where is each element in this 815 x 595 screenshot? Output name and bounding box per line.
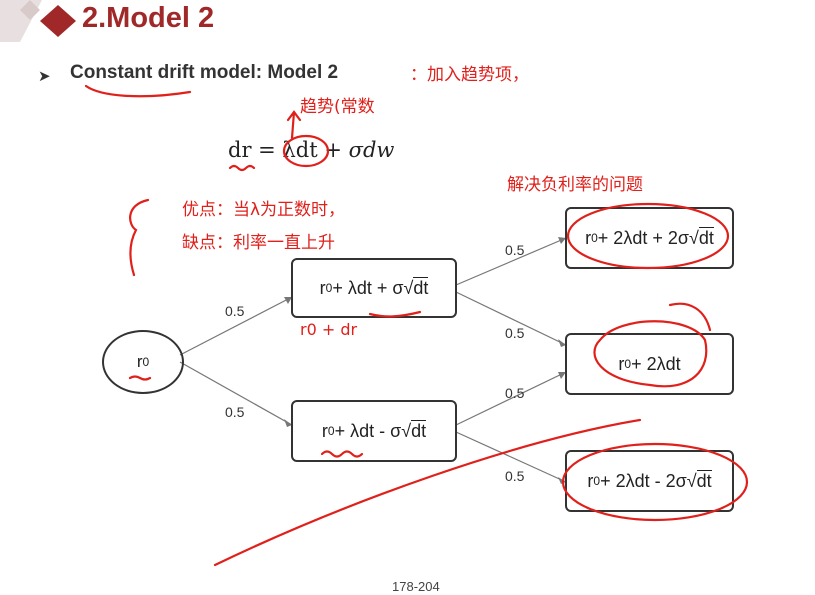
circle-uu bbox=[566, 202, 730, 270]
squiggle-root bbox=[128, 375, 152, 381]
sweep-stroke bbox=[213, 418, 642, 567]
page-number: 178-204 bbox=[392, 579, 440, 594]
title-logo-icon bbox=[0, 0, 76, 42]
sqrt-icon: √ bbox=[688, 227, 699, 248]
node-dd-sub: 0 bbox=[593, 474, 601, 488]
note-lambda: 趋势(常数 bbox=[300, 97, 375, 117]
arrow-down-icon bbox=[284, 419, 292, 427]
edge-root-down bbox=[179, 361, 293, 426]
node-up-prefix: r bbox=[319, 277, 326, 298]
bullet-arrow-icon: ➤ bbox=[38, 68, 51, 85]
note-advantage: 优点：当λ为正数时， bbox=[182, 200, 345, 220]
subtitle: Constant drift model: Model 2 bbox=[70, 62, 339, 83]
sqrt-icon: √ bbox=[403, 277, 414, 298]
node-down-sqrt: dt bbox=[411, 420, 427, 441]
node-dd-body: + 2λdt - 2σ bbox=[600, 470, 687, 491]
node-dd-prefix: r bbox=[587, 470, 594, 491]
slide-title: 2.Model 2 bbox=[82, 2, 215, 34]
arrow-up-icon bbox=[284, 297, 292, 304]
underline-constant bbox=[84, 84, 192, 98]
prob-down-ud: 0.5 bbox=[505, 385, 525, 401]
prob-down-dd: 0.5 bbox=[505, 468, 525, 484]
edge-down-ud bbox=[455, 371, 567, 426]
root-base: r bbox=[136, 352, 143, 371]
note-r0-dr: r0 + dr bbox=[300, 320, 357, 339]
squiggle-lambda-down bbox=[320, 450, 364, 458]
note-subtitle: ：加入趋势项， bbox=[410, 65, 529, 85]
arrow-uu-icon bbox=[558, 237, 566, 244]
equation-lhs: dr bbox=[228, 138, 252, 162]
node-uu-sqrt: dt bbox=[698, 227, 714, 248]
equation: dr = λdt + σdw bbox=[228, 138, 394, 162]
node-down-prefix: r bbox=[321, 420, 328, 441]
node-ud-prefix: r bbox=[618, 353, 625, 374]
tail-ud bbox=[668, 302, 712, 332]
squiggle-dr bbox=[228, 164, 256, 172]
circle-ud bbox=[593, 320, 708, 388]
node-ud-sub: 0 bbox=[624, 357, 632, 371]
note-disadvantage: 缺点：利率一直上升 bbox=[182, 233, 335, 253]
prob-up-ud: 0.5 bbox=[505, 325, 525, 341]
edge-root-up bbox=[179, 296, 293, 356]
node-uu-body: + 2λdt + 2σ bbox=[597, 227, 689, 248]
prob-up-uu: 0.5 bbox=[505, 242, 525, 258]
arrow-ud1-icon bbox=[558, 339, 566, 347]
bracket-annotation bbox=[129, 198, 150, 277]
node-up-sub: 0 bbox=[325, 281, 333, 295]
equation-eq: = bbox=[258, 138, 276, 162]
node-uu-prefix: r bbox=[585, 227, 592, 248]
node-ud-body: + 2λdt bbox=[631, 353, 681, 374]
edge-down-dd bbox=[455, 431, 567, 483]
prob-root-down: 0.5 bbox=[225, 404, 245, 420]
underline-sigma bbox=[368, 310, 422, 318]
node-down-sub: 0 bbox=[327, 424, 335, 438]
node-dd-sqrt: dt bbox=[696, 470, 712, 491]
arrow-ud2-icon bbox=[558, 372, 566, 379]
equation-term2: σdw bbox=[348, 138, 395, 162]
prob-root-up: 0.5 bbox=[225, 303, 245, 319]
circle-lambda-dt bbox=[282, 134, 330, 168]
node-up-body: + λdt + σ bbox=[332, 277, 404, 298]
title-bar bbox=[0, 0, 815, 42]
edge-up-uu bbox=[455, 237, 567, 286]
edge-up-ud bbox=[455, 291, 567, 346]
node-down-body: + λdt - σ bbox=[334, 420, 402, 441]
arrow-up-annotation-icon bbox=[286, 110, 302, 140]
root-sub: 0 bbox=[142, 355, 150, 369]
sqrt-icon: √ bbox=[401, 420, 412, 441]
sqrt-icon: √ bbox=[686, 470, 697, 491]
circle-dd bbox=[561, 442, 749, 522]
equation-plus: + bbox=[324, 138, 342, 162]
note-solve: 解决负利率的问题 bbox=[507, 175, 643, 195]
node-uu-sub: 0 bbox=[591, 231, 598, 245]
node-up-sqrt: dt bbox=[413, 277, 429, 298]
